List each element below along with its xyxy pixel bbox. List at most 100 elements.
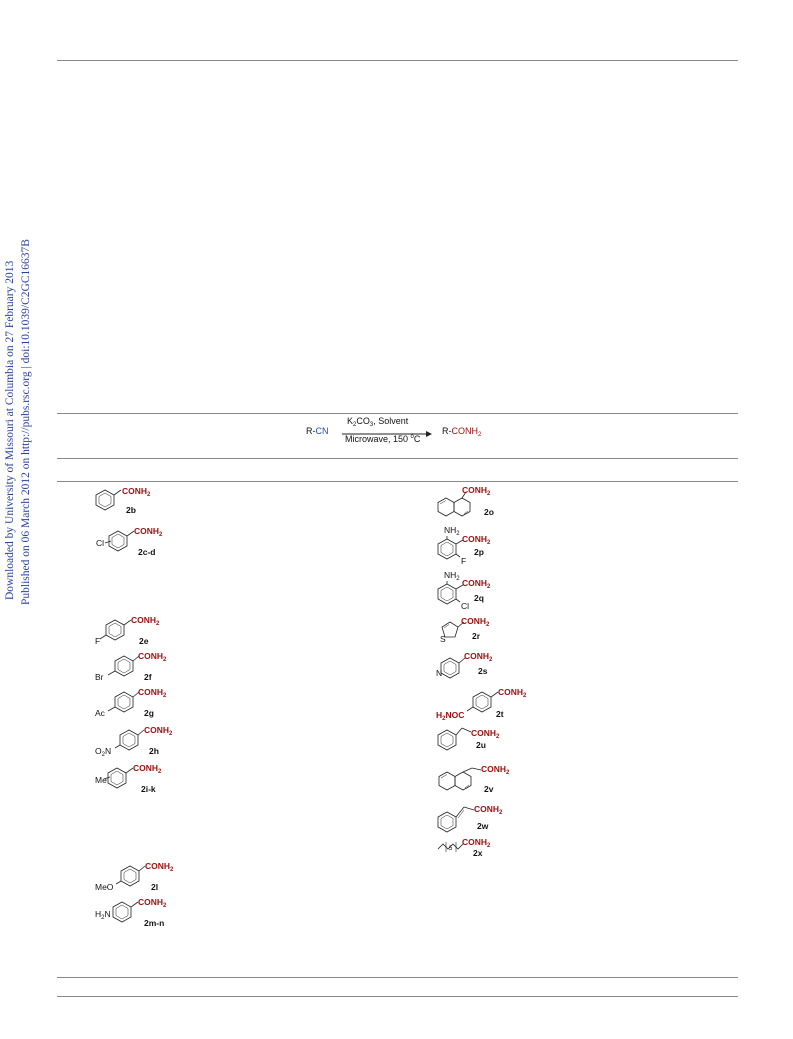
amide-group: CONH2 [138,897,167,909]
amide-group: CONH2 [138,651,167,663]
amide-group-left: H2NOC [436,710,465,722]
table-bottom-rule [57,977,738,978]
compound-label: 2u [476,740,486,750]
compound-2p: NH2 CONH2 2p F [436,525,566,571]
reaction-arrow [342,431,432,437]
compound-2b: CONH2 2b [94,484,224,530]
chain-length: 5 [449,846,453,852]
benzene-ring-icon [112,901,139,923]
benzene-ring-icon [95,489,122,511]
amide-group: CONH2 [481,764,510,776]
amide-group: CONH2 [471,728,500,740]
compound-2i-k: Me CONH2 2i-k [95,762,225,808]
compound-label: 2m-n [144,918,165,928]
substituent-cl: Cl [96,538,105,548]
compound-2m-n: H2N CONH2 2m-n [95,896,225,942]
amide-group: CONH2 [145,861,174,873]
compound-label: 2p [474,547,484,557]
benzene-ring-icon [466,691,499,713]
reaction-scheme: R-CN K2CO3, Solvent Microwave, 150 oC R-… [300,414,500,450]
substituent-meo: MeO [95,882,114,892]
amide-group: CONH2 [134,526,163,538]
compound-label: 2e [139,636,149,646]
benzene-ring-icon [107,691,140,713]
benzene-ring-icon [103,767,134,789]
published-note: Published on 06 March 2012 on http://pub… [20,239,32,605]
compound-2t: H2NOC CONH2 2t [436,686,566,732]
table-top-rule [57,413,738,414]
compound-2e: F CONH2 2e [95,614,225,660]
compound-2f: Br CONH2 2f [95,650,225,696]
substituent-me: Me [95,775,107,785]
naphthalene-ring-icon [437,491,471,517]
alkyl-chain-icon [437,842,464,852]
benzene-ring-icon [437,727,472,751]
substituent-br: Br [95,672,104,682]
amide-group: CONH2 [462,578,491,590]
substituent-nitro: O2N [95,746,112,758]
benzene-ring-icon [99,619,132,641]
benzene-ring-icon [437,581,464,605]
compound-2h: O2N CONH2 2h [95,724,225,770]
amide-group: CONH2 [131,615,160,627]
footer-rule [57,996,738,997]
substituent-f: F [95,636,101,646]
amide-group: CONH2 [464,651,493,663]
header-rule [57,481,738,482]
substituent-f: F [461,556,467,566]
compound-2l: MeO CONH2 2l [95,860,225,906]
compound-label: 2t [496,709,504,719]
benzene-ring-icon [437,806,475,833]
amide-group: CONH2 [462,837,491,849]
compound-2o: CONH2 2o [434,484,564,530]
compound-label: 2s [478,666,488,676]
amide-group: CONH2 [133,763,162,775]
amide-group: CONH2 [462,534,491,546]
compound-2u: CONH2 2u [436,724,566,770]
compound-2x: 5 CONH2 2x [436,837,566,883]
compound-2c-d: Cl CONH2 2c-d [96,523,226,569]
naphthalene-ring-icon [438,767,482,791]
heteroatom-s: S [440,634,446,644]
compound-label: 2f [144,672,152,682]
compound-label: 2q [474,593,484,603]
compound-2s: N CONH2 2s [436,650,566,696]
compound-label: 2w [477,821,489,831]
benzene-ring-icon [107,655,140,677]
substituent-ac: Ac [95,708,105,718]
amide-group: CONH2 [474,804,503,816]
compound-2v: CONH2 2v [436,762,566,808]
download-note: Downloaded by University of Missouri at … [4,260,16,600]
benzene-ring-icon [104,530,135,552]
side-watermark: Downloaded by University of Missouri at … [2,239,42,945]
compound-label: 2h [149,746,159,756]
compound-2w: CONH2 2w [436,802,566,848]
amide-group: CONH2 [122,486,151,498]
amide-group: CONH2 [138,687,167,699]
scheme-bottom-rule [57,458,738,459]
heteroatom-n: N [436,668,443,678]
substituent-nh2: NH2 [444,525,460,537]
compound-label: 2o [484,507,494,517]
thiophene-ring-icon [441,621,465,638]
compound-label: 2l [151,882,159,892]
compound-2q: NH2 CONH2 2q Cl [436,570,566,616]
substituent-cl: Cl [461,601,470,611]
compound-label: 2r [472,631,481,641]
conditions: Microwave, 150 oC [345,434,421,444]
compound-label: 2i-k [141,784,156,794]
compound-label: 2v [484,784,494,794]
benzene-ring-icon [437,536,464,560]
benzene-ring-icon [115,865,146,887]
compound-label: 2c-d [138,547,156,557]
pyridine-ring-icon [440,657,466,679]
benzene-ring-icon [114,729,145,751]
substituent-amino: H2N [95,909,111,921]
compound-2g: Ac CONH2 2g [95,686,225,732]
product: R-CONH2 [442,426,482,438]
compound-2r: S CONH2 2r [436,614,566,660]
compound-label: 2x [473,848,483,858]
reagents: K2CO3, Solvent [347,416,409,428]
reactant: R-CN [306,426,329,436]
amide-group: CONH2 [144,725,173,737]
